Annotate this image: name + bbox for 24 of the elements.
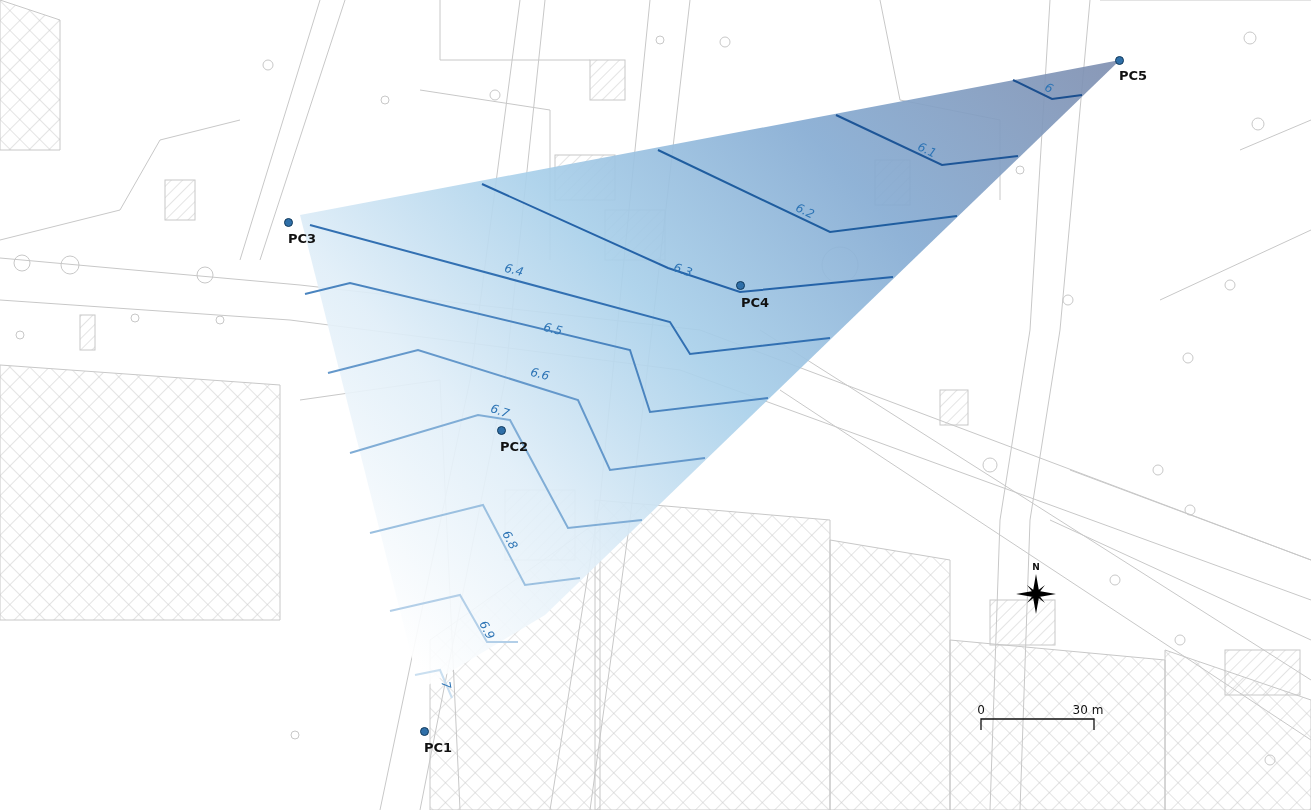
contour-value-label: 6.2 <box>793 201 817 221</box>
point-label: PC5 <box>1119 68 1148 83</box>
survey-point-marker <box>1114 55 1124 65</box>
survey-point-marker <box>283 217 293 227</box>
point-label: PC3 <box>288 231 317 246</box>
survey-point-marker <box>496 425 506 435</box>
contour-value-label: 6.5 <box>542 320 564 338</box>
contour-value-label: 6.3 <box>672 261 694 279</box>
scale-label: 0 <box>977 704 985 716</box>
survey-point-marker <box>419 726 429 736</box>
north-label: N <box>1032 562 1040 572</box>
contour-value-label: 6.1 <box>915 140 939 160</box>
contour-value-label: 6.6 <box>529 365 551 383</box>
point-label: PC2 <box>500 439 529 454</box>
point-label: PC4 <box>741 295 770 310</box>
contour-value-label: 6.8 <box>500 528 520 552</box>
point-label: PC1 <box>424 740 453 755</box>
scale-label: 30 m <box>1072 704 1104 716</box>
contour-value-label: 6 <box>1043 80 1055 96</box>
survey-point-marker <box>735 280 745 290</box>
contour-value-label: 6.9 <box>477 618 497 642</box>
contour-value-label: 6.4 <box>503 261 525 279</box>
contour-value-label: 7 <box>439 680 453 690</box>
contour-value-label: 6.7 <box>489 402 511 420</box>
